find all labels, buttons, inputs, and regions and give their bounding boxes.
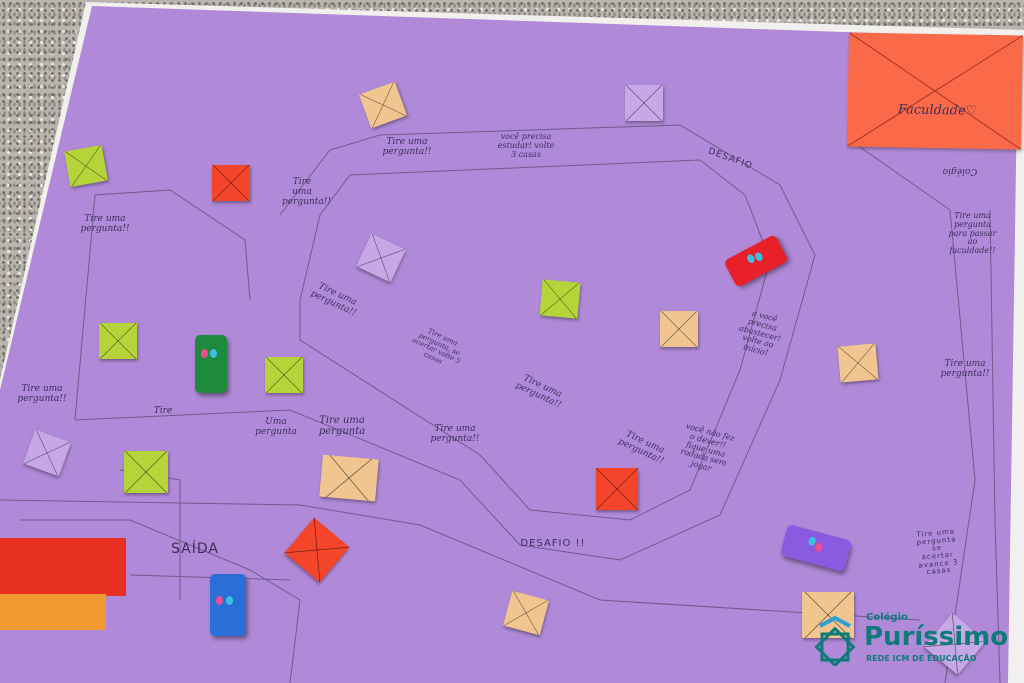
logo-name: Puríssimo bbox=[864, 622, 1009, 652]
logo-star-icon bbox=[814, 616, 856, 666]
space-text: Tire uma pergunta!! bbox=[80, 214, 130, 234]
space-text: Tire uma pergunta!! bbox=[382, 137, 432, 157]
question-card[interactable] bbox=[124, 451, 168, 493]
blue-car-piece[interactable] bbox=[210, 574, 246, 636]
question-card[interactable] bbox=[660, 311, 698, 347]
space-text: Tire uma pergunta bbox=[318, 415, 366, 437]
space-text: Tire uma pergunta para passar ao faculda… bbox=[948, 211, 997, 256]
question-card[interactable] bbox=[802, 592, 854, 638]
question-card[interactable] bbox=[319, 454, 379, 502]
question-card[interactable] bbox=[64, 144, 108, 188]
space-text: Tire bbox=[153, 406, 173, 416]
question-card[interactable] bbox=[596, 468, 638, 510]
logo-small-text: Colégio bbox=[866, 612, 908, 623]
space-text: Tire uma pergunta!! bbox=[17, 384, 67, 404]
space-text: Tire uma pergunta!! bbox=[940, 359, 990, 379]
space-text: Tire uma pergunta!! bbox=[270, 640, 271, 641]
question-card[interactable] bbox=[837, 343, 879, 383]
space-text: DESAFIO !! bbox=[520, 538, 586, 549]
question-card[interactable] bbox=[99, 323, 137, 359]
space-text: você precisa estudar! volte 3 casas bbox=[497, 132, 555, 159]
space-text: Tire uma pergunta se acertar avance 3 ca… bbox=[916, 527, 959, 577]
question-card[interactable] bbox=[539, 279, 581, 319]
envelope-lines bbox=[847, 32, 1023, 150]
space-text: Tire uma pergunta!! bbox=[282, 177, 331, 207]
space-text: Uma pergunta bbox=[255, 417, 297, 437]
question-card[interactable] bbox=[265, 357, 303, 393]
green-car-piece[interactable] bbox=[195, 335, 227, 393]
question-card[interactable] bbox=[212, 165, 250, 201]
space-text: Colégio bbox=[942, 165, 978, 176]
start-label: SAÍDA bbox=[171, 541, 219, 557]
orange-block bbox=[0, 594, 106, 630]
question-card[interactable] bbox=[625, 85, 663, 121]
red-block bbox=[0, 538, 126, 596]
logo-tagline: REDE ICM DE EDUCAÇÃO bbox=[866, 654, 977, 663]
finish-space-faculdade: Faculdade♡ bbox=[847, 32, 1023, 150]
finish-label: Faculdade♡ bbox=[897, 102, 978, 119]
track-lines bbox=[0, 124, 1001, 683]
space-text: Tire uma pergunta!! bbox=[430, 424, 480, 444]
colegio-purissimo-logo: Colégio Puríssimo REDE ICM DE EDUCAÇÃO bbox=[812, 612, 1008, 672]
